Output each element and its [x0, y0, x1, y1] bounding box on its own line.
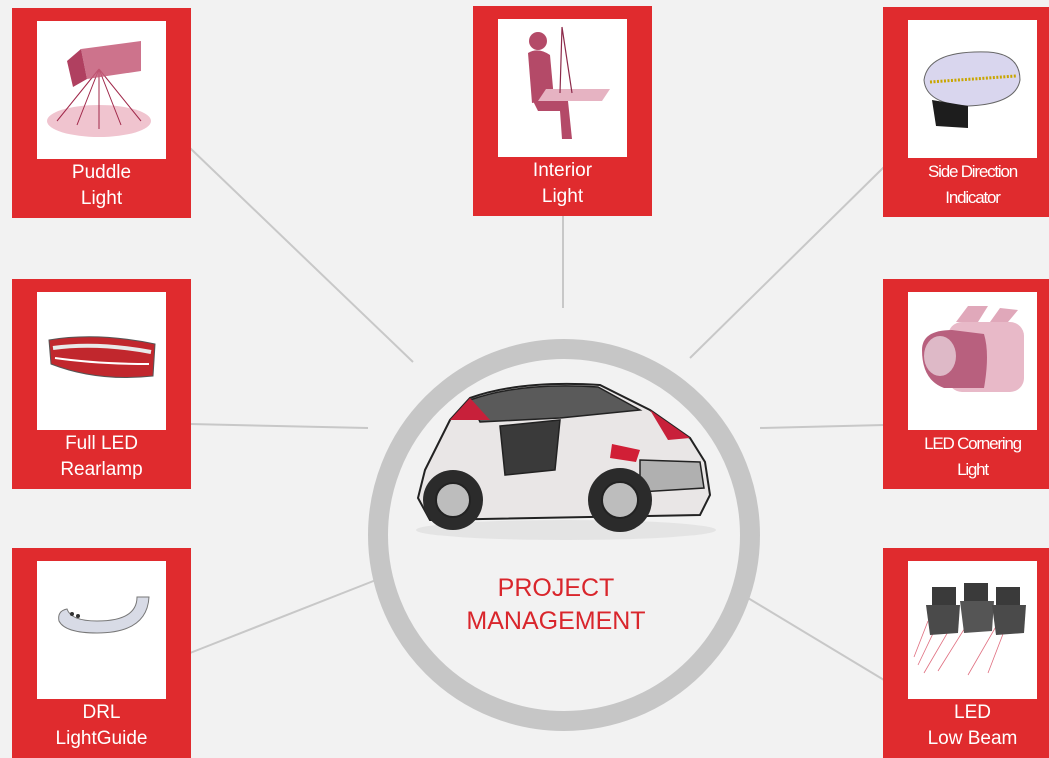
led-cornering-light-image	[908, 292, 1037, 430]
card-puddle-light[interactable]: Puddle Light	[12, 8, 191, 218]
connector-side	[689, 166, 885, 359]
car-sketch-image	[416, 382, 716, 540]
card-interior-light[interactable]: Interior Light	[473, 6, 652, 216]
card-label-led-cornering-light: LED Cornering Light	[924, 434, 1022, 479]
card-full-led-rearlamp[interactable]: Full LED Rearlamp	[12, 279, 191, 489]
card-label-side-direction-indicator: Side Direction Indicator	[927, 162, 1018, 207]
card-side-direction-indicator[interactable]: Side Direction Indicator	[883, 7, 1049, 217]
puddle-light-image	[37, 21, 166, 159]
connector-drl	[189, 579, 377, 654]
card-label-puddle-light: Puddle Light	[71, 162, 132, 209]
card-led-cornering-light[interactable]: LED Cornering Light	[883, 279, 1049, 489]
side-direction-indicator-image	[908, 20, 1037, 158]
card-label-led-low-beam: LED Low Beam	[927, 702, 1018, 749]
card-drl-lightguide[interactable]: DRL LightGuide	[12, 548, 191, 758]
card-led-low-beam[interactable]: LED Low Beam	[883, 548, 1049, 758]
connector-lowbeam	[737, 591, 885, 681]
drl-lightguide-image	[37, 561, 166, 699]
connector-puddle	[189, 147, 414, 363]
connector-cornering	[759, 424, 885, 429]
hub-label: PROJECT MANAGEMENT	[466, 574, 646, 635]
led-low-beam-image	[908, 561, 1037, 699]
card-label-drl-lightguide: DRL LightGuide	[55, 702, 148, 749]
full-led-rearlamp-image	[37, 292, 166, 430]
card-label-full-led-rearlamp: Full LED Rearlamp	[60, 433, 143, 480]
connector-rear	[189, 423, 369, 429]
card-label-interior-light: Interior Light	[532, 160, 593, 207]
interior-light-image	[498, 19, 627, 157]
